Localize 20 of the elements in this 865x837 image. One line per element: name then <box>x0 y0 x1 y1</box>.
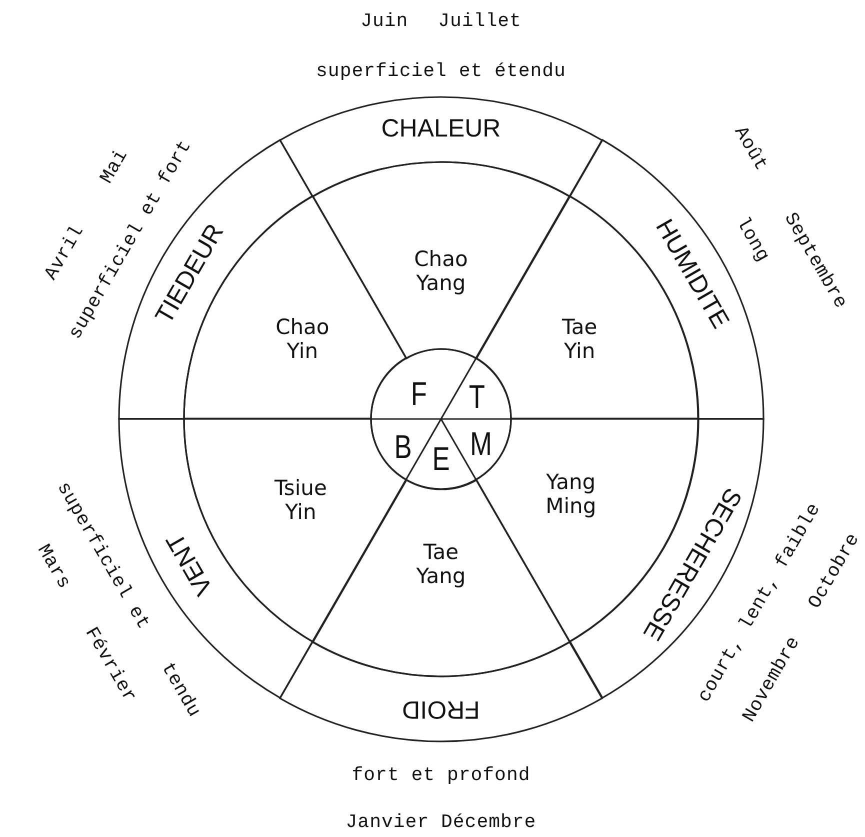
outer-ring-segment <box>280 642 602 741</box>
meridian-label: Chao Yin <box>276 314 330 364</box>
center-letter: E <box>432 440 450 478</box>
month-label: Juin Juillet <box>360 11 522 33</box>
outer-ring-segment <box>280 97 602 196</box>
center-circle <box>371 349 511 489</box>
element-label: FROID <box>402 694 480 724</box>
center-letter: F <box>410 375 428 413</box>
element-label: CHALEUR <box>381 114 501 144</box>
meridian-label: Yang Ming <box>546 470 596 518</box>
pulse-description: superficiel et étendu <box>316 61 566 83</box>
center-letter: T <box>468 378 486 416</box>
meridian-label: Tae Yin <box>562 314 598 364</box>
month-label: Janvier Décembre <box>346 812 536 834</box>
pulse-description: fort et profond <box>352 765 530 787</box>
center-letter: B <box>394 428 412 466</box>
meridian-label: Tsiue Yin <box>274 476 327 524</box>
meridian-label: Chao Yang <box>414 246 468 296</box>
center-letter: M <box>470 425 492 463</box>
meridian-label: Tae Yang <box>416 540 466 588</box>
